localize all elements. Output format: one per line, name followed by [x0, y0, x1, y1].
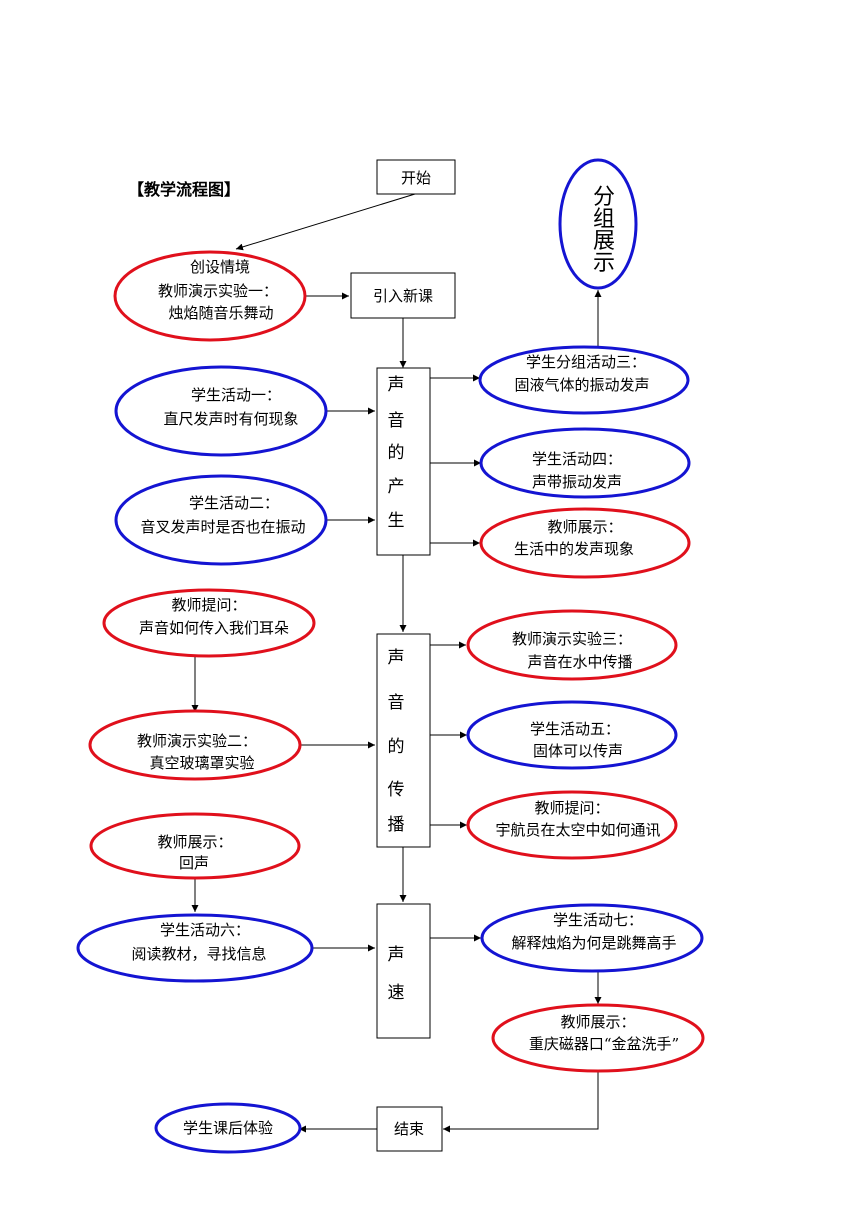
- svg-text:产: 产: [388, 477, 405, 497]
- svg-text:速: 速: [388, 983, 405, 1003]
- svg-text:开始: 开始: [401, 169, 431, 187]
- svg-text:解释烛焰为何是跳舞高手: 解释烛焰为何是跳舞高手: [511, 934, 676, 952]
- box-intro: 引入新课: [350, 272, 456, 319]
- svg-text:结束: 结束: [394, 1120, 424, 1138]
- svg-text:音: 音: [388, 693, 405, 713]
- box-speed: 声 速: [376, 903, 431, 1039]
- svg-text:教师展示：: 教师展示：: [547, 518, 622, 536]
- ellipse-group-show: 分 组 展 示: [558, 158, 638, 290]
- svg-text:展: 展: [593, 229, 615, 254]
- svg-text:分: 分: [593, 185, 615, 210]
- svg-text:音: 音: [388, 411, 405, 431]
- svg-text:组: 组: [593, 207, 615, 232]
- ellipse-demo3: 教师演示实验三： 声音在水中传播: [466, 609, 678, 681]
- ellipse-act5: 学生活动五： 固体可以传声: [466, 700, 678, 770]
- ellipse-show1: 教师展示： 生活中的发声现象: [479, 507, 691, 579]
- page-title: 【教学流程图】: [128, 180, 241, 199]
- ellipse-act6: 学生活动六： 阅读教材，寻找信息: [76, 913, 314, 983]
- ellipse-ask2: 教师提问： 宇航员在太空中如何通讯: [466, 790, 678, 860]
- svg-text:学生活动六：: 学生活动六：: [160, 921, 250, 939]
- ellipse-act4: 学生活动四： 声带振动发声: [479, 427, 691, 499]
- svg-text:传: 传: [388, 780, 405, 800]
- ellipse-ask1: 教师提问： 声音如何传入我们耳朵: [102, 588, 316, 658]
- svg-text:引入新课: 引入新课: [373, 287, 433, 305]
- svg-text:教师展示：: 教师展示：: [157, 833, 232, 851]
- svg-text:宇航员在太空中如何通讯: 宇航员在太空中如何通讯: [495, 821, 660, 839]
- ellipse-scenario: 创设情境 教师演示实验一： 烛焰随音乐舞动: [113, 250, 307, 342]
- svg-text:创设情境: 创设情境: [190, 258, 250, 276]
- ellipse-act3: 学生分组活动三： 固液气体的振动发声: [478, 345, 690, 415]
- box-start: 开始: [376, 159, 456, 195]
- svg-text:教师演示实验一：: 教师演示实验一：: [158, 282, 278, 300]
- ellipse-act1: 学生活动一： 直尺发声时有何现象: [114, 365, 328, 457]
- box-propagation: 声 音 的 传 播: [376, 633, 431, 848]
- svg-text:声: 声: [388, 375, 405, 395]
- svg-text:直尺发声时有何现象: 直尺发声时有何现象: [163, 410, 298, 428]
- svg-text:教师提问：: 教师提问：: [171, 596, 246, 614]
- svg-text:学生活动五：: 学生活动五：: [530, 720, 620, 738]
- svg-text:的: 的: [388, 737, 405, 757]
- svg-text:学生活动四：: 学生活动四：: [532, 450, 622, 468]
- svg-text:固体可以传声: 固体可以传声: [533, 742, 623, 760]
- svg-text:示: 示: [593, 251, 615, 276]
- svg-text:学生分组活动三：: 学生分组活动三：: [526, 353, 646, 371]
- svg-text:学生活动七：: 学生活动七：: [553, 911, 643, 929]
- svg-text:教师演示实验三：: 教师演示实验三：: [512, 630, 632, 648]
- ellipse-after: 学生课后体验: [154, 1102, 302, 1154]
- svg-text:声: 声: [388, 945, 405, 965]
- ellipse-act2: 学生活动二： 音叉发声时是否也在振动: [114, 474, 328, 566]
- svg-text:真空玻璃罩实验: 真空玻璃罩实验: [149, 754, 254, 772]
- box-production: 声 音 的 产 生: [376, 367, 431, 556]
- ellipse-act7: 学生活动七： 解释烛焰为何是跳舞高手: [480, 903, 704, 973]
- svg-text:音叉发声时是否也在振动: 音叉发声时是否也在振动: [140, 518, 305, 536]
- svg-text:声: 声: [388, 648, 405, 668]
- svg-text:声音如何传入我们耳朵: 声音如何传入我们耳朵: [139, 619, 289, 637]
- svg-text:声带振动发声: 声带振动发声: [532, 473, 622, 491]
- svg-text:教师提问：: 教师提问：: [534, 799, 609, 817]
- svg-text:的: 的: [388, 443, 405, 463]
- ellipse-show3: 教师展示： 重庆磁器口“金盆洗手”: [491, 1003, 705, 1073]
- svg-text:重庆磁器口“金盆洗手”: 重庆磁器口“金盆洗手”: [529, 1035, 679, 1053]
- svg-text:生: 生: [388, 511, 405, 531]
- svg-text:学生活动二：: 学生活动二：: [189, 494, 279, 512]
- connectors: [191, 193, 602, 1133]
- svg-text:烛焰随音乐舞动: 烛焰随音乐舞动: [168, 304, 273, 322]
- ellipse-show2: 教师展示： 回声: [89, 812, 301, 880]
- svg-text:教师展示：: 教师展示：: [560, 1013, 635, 1031]
- box-end: 结束: [376, 1106, 443, 1152]
- svg-text:回声: 回声: [179, 854, 209, 872]
- svg-text:学生课后体验: 学生课后体验: [183, 1119, 273, 1137]
- svg-text:声音在水中传播: 声音在水中传播: [527, 653, 632, 671]
- svg-text:固液气体的振动发声: 固液气体的振动发声: [514, 376, 649, 394]
- svg-text:播: 播: [388, 815, 405, 835]
- svg-text:生活中的发声现象: 生活中的发声现象: [514, 540, 634, 558]
- svg-text:教师演示实验二：: 教师演示实验二：: [137, 732, 257, 750]
- svg-text:学生活动一：: 学生活动一：: [191, 386, 281, 404]
- ellipse-demo2: 教师演示实验二： 真空玻璃罩实验: [88, 709, 302, 781]
- svg-text:阅读教材，寻找信息: 阅读教材，寻找信息: [131, 945, 266, 963]
